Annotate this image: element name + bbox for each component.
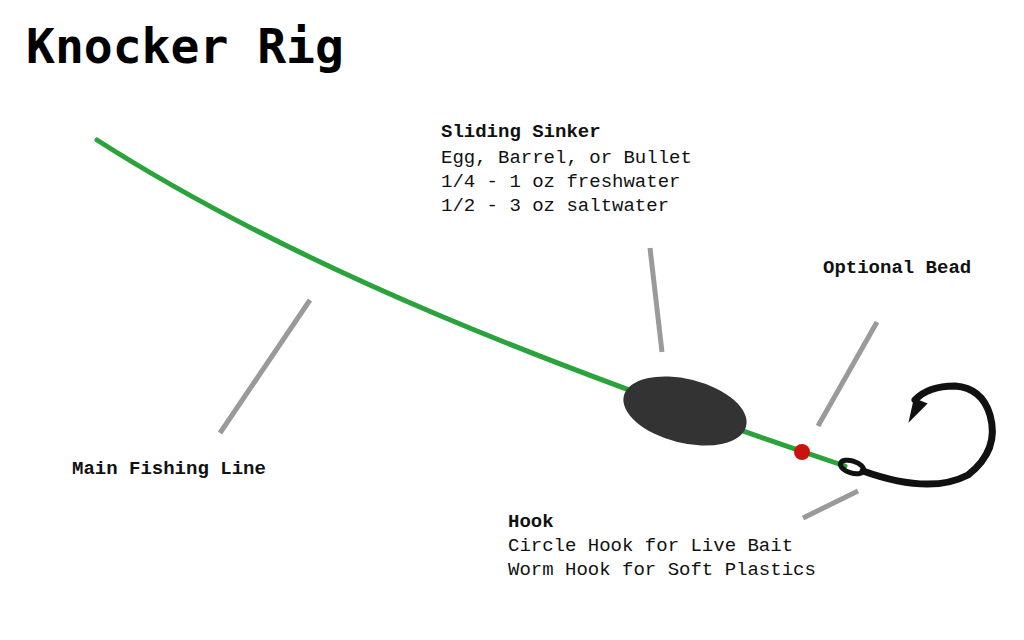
part-note: 1/2 - 3 oz saltwater [441,194,669,218]
hook [863,386,992,484]
leader-line [220,300,310,433]
part-note: Worm Hook for Soft Plastics [508,558,816,582]
diagram-title: Knocker Rig [26,18,344,74]
hook-barb [911,400,925,418]
bead [794,444,810,460]
leader-line [803,491,858,518]
fishing-line [97,140,845,466]
part-note: Circle Hook for Live Bait [508,534,793,558]
leader-lines [220,248,877,518]
part-note: Egg, Barrel, or Bullet [441,146,692,170]
leader-line [650,248,662,352]
part-name: Hook [508,510,554,534]
part-note: 1/4 - 1 oz freshwater [441,170,680,194]
leader-line [818,322,877,426]
part-name: Optional Bead [823,256,971,280]
part-name: Main Fishing Line [72,457,266,481]
part-name: Sliding Sinker [441,120,601,144]
sliding-sinker [616,365,754,458]
